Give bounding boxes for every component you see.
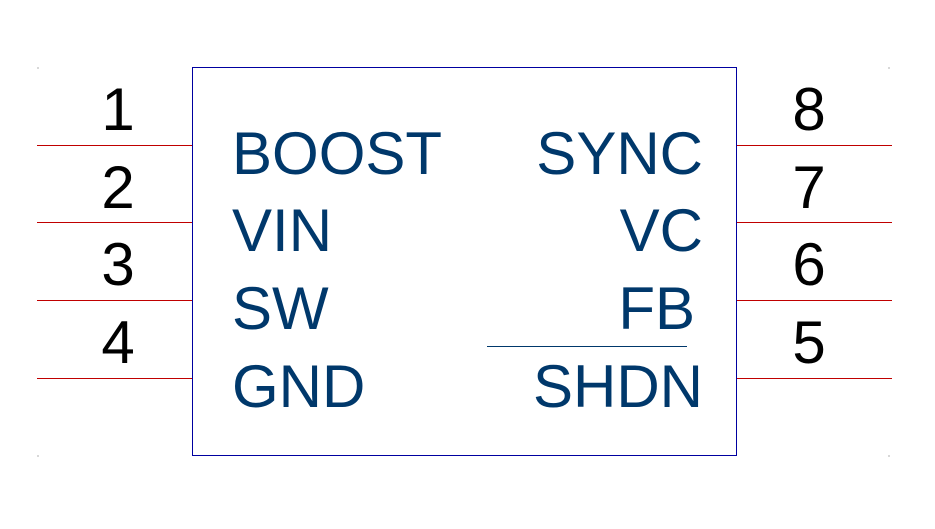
pin-label-gnd: GND [232, 353, 365, 420]
pin-number-2: 2 [101, 154, 134, 221]
pin-label-shdn: SHDN [533, 353, 703, 420]
pin-number-6: 6 [792, 231, 825, 298]
pin-label-vin: VIN [232, 197, 332, 264]
pin-number-7: 7 [792, 154, 825, 221]
ic-body [192, 67, 737, 456]
pin-number-4: 4 [101, 309, 134, 376]
grid-dots [37, 67, 890, 457]
pin-number-8: 8 [792, 76, 825, 143]
pin-label-fb: FB [618, 275, 695, 342]
pin-label-sw: SW [232, 275, 329, 342]
pin-label-vc: VC [620, 197, 703, 264]
right-pin-lines [737, 145, 892, 379]
pin-number-1: 1 [101, 76, 134, 143]
pin-label-sync: SYNC [536, 120, 703, 187]
pin-number-3: 3 [101, 231, 134, 298]
pin-number-5: 5 [792, 309, 825, 376]
left-pin-lines [37, 145, 192, 379]
pin-label-boost: BOOST [232, 120, 442, 187]
